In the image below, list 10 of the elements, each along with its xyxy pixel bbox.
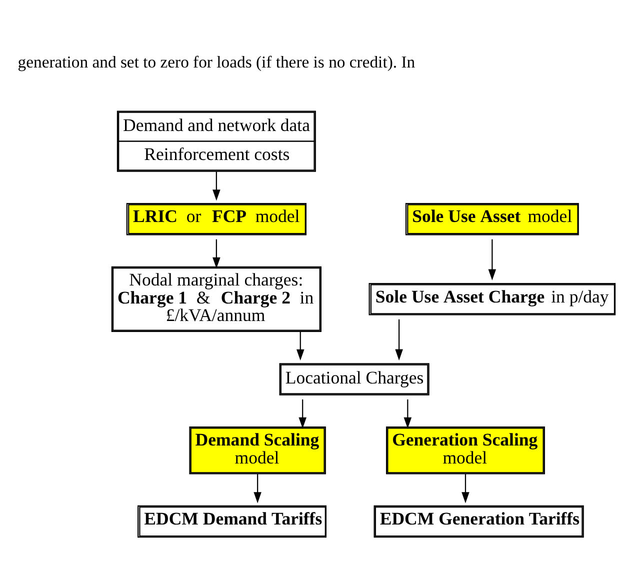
arrow xyxy=(462,474,470,504)
label: generation and set to zero for loads (if there is no credit). In xyxy=(18,52,416,72)
arrow xyxy=(488,239,496,280)
arrow xyxy=(296,332,304,361)
arrow xyxy=(298,399,306,429)
arrow xyxy=(254,474,262,504)
arrow xyxy=(395,319,403,360)
arrow xyxy=(212,239,220,269)
arrow xyxy=(404,399,412,429)
arrow xyxy=(212,172,220,201)
